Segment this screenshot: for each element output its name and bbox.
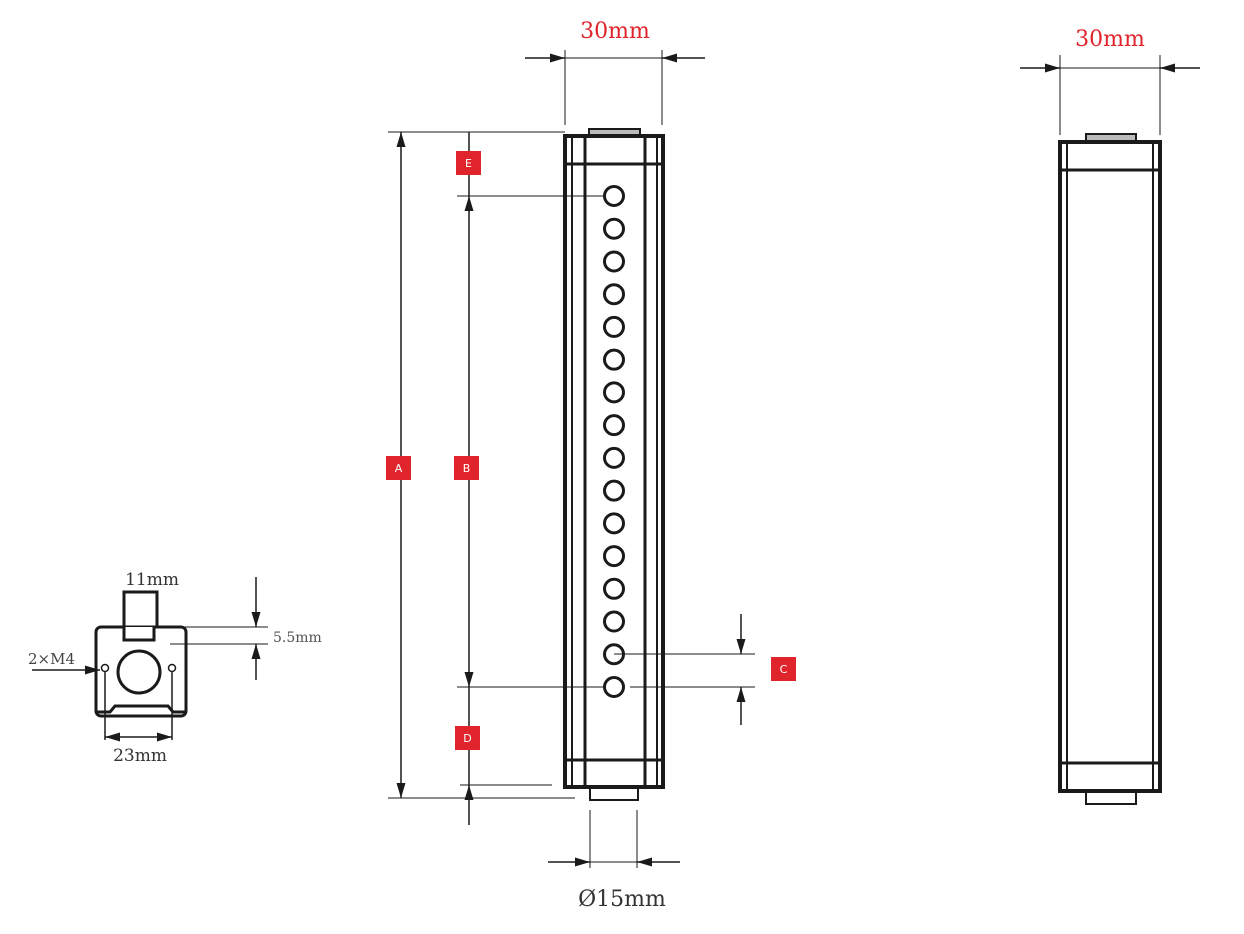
- front-width-dimension: 30mm: [580, 19, 650, 44]
- led-icon: [603, 315, 625, 338]
- led-icon: [603, 577, 625, 600]
- led-icon: [603, 283, 625, 306]
- slot-depth-dimension: 5.5mm: [273, 630, 322, 646]
- led-icon: [603, 414, 625, 437]
- led-icon: [603, 185, 625, 207]
- led-icon: [603, 217, 625, 240]
- label-E: E: [456, 151, 481, 175]
- led-icon: [603, 381, 625, 404]
- led-icon: [603, 610, 625, 633]
- led-icon: [603, 676, 625, 698]
- label-C: C: [771, 657, 796, 681]
- svg-text:E: E: [465, 157, 472, 170]
- connector-hole-icon: [116, 649, 162, 695]
- led-icon: [603, 479, 625, 502]
- svg-text:A: A: [395, 462, 403, 475]
- led-icon: [603, 446, 625, 469]
- label-A: A: [386, 456, 411, 480]
- label-B: B: [454, 456, 479, 480]
- connector-diameter-dimension: Ø15mm: [578, 887, 666, 912]
- front-view: [388, 50, 755, 868]
- mount-hole-icon: [167, 663, 177, 673]
- label-D: D: [455, 726, 480, 750]
- mount-holes-dimension: 2×M4: [28, 650, 75, 668]
- led-icon: [603, 545, 625, 568]
- led-icon: [603, 348, 625, 371]
- led-array: [603, 185, 625, 698]
- svg-text:D: D: [463, 732, 471, 745]
- led-icon: [603, 250, 625, 273]
- hole-spacing-dimension: 23mm: [113, 746, 167, 766]
- mount-hole-icon: [100, 663, 110, 673]
- led-icon: [603, 512, 625, 535]
- side-view: [32, 577, 268, 742]
- svg-text:B: B: [463, 462, 471, 475]
- tab-width-dimension: 11mm: [125, 570, 179, 590]
- back-width-dimension: 30mm: [1075, 27, 1145, 52]
- back-view: [1020, 55, 1200, 805]
- svg-text:C: C: [780, 663, 788, 676]
